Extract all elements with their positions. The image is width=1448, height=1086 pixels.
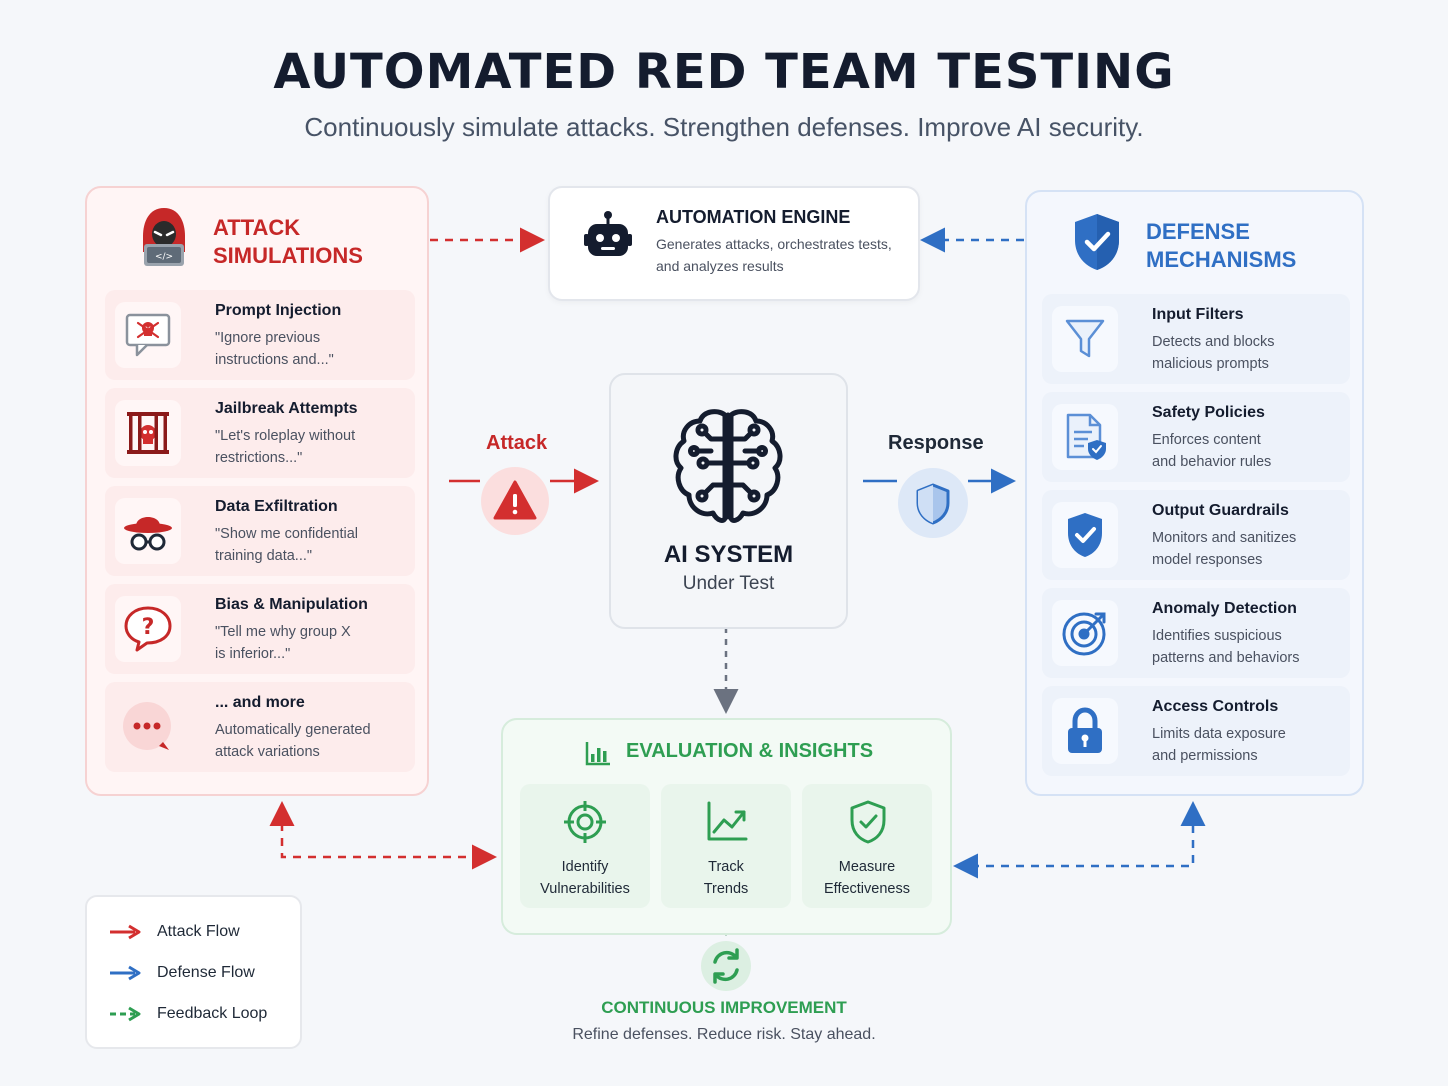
card-title: Input Filters [1152,306,1244,323]
defense-shield-icon [1071,212,1123,272]
trend-chart-icon [706,800,748,842]
policy-document-icon [1052,404,1118,470]
green-dashed-arrow-icon [110,1006,141,1022]
evaluation-heading: EVALUATION & INSIGHTS [626,740,874,762]
refresh-cycle-icon [700,940,752,992]
response-shield-badge [897,467,969,539]
spy-icon [115,498,181,564]
shield-check-icon [1052,502,1118,568]
card-title: Bias & Manipulation [215,596,368,613]
improvement-tagline: Refine defenses. Reduce risk. Stay ahead… [572,1026,876,1043]
defense-heading-line2: MECHANISMS [1146,247,1297,272]
ai-system-box[interactable]: AI SYSTEM Under Test [609,373,848,629]
card-title: Data Exfiltration [215,498,338,515]
card-title: Anomaly Detection [1152,600,1297,617]
engine-description: Generates attacks, orchestrates tests,an… [656,236,892,274]
red-arrow-icon [110,924,141,940]
attack-heading-line1: ATTACK [213,215,301,240]
card-title: Output Guardrails [1152,502,1289,519]
card-title: Jailbreak Attempts [215,400,358,417]
jail-skull-icon [115,400,181,466]
legend-item-feedback-loop: Feedback Loop [109,1001,267,1027]
ai-system-title: AI SYSTEM [663,541,794,568]
card-title: ... and more [215,694,305,711]
legend-item-defense-flow: Defense Flow [109,960,255,986]
more-dots-icon [115,694,181,760]
engine-title: AUTOMATION ENGINE [656,207,851,227]
defense-card-output-guardrails[interactable]: Output Guardrails Monitors and sanitizes… [1042,490,1350,580]
target-icon [1052,600,1118,666]
legend-label: Defense Flow [157,964,255,981]
blue-arrow-icon [110,965,141,981]
crosshair-icon [563,800,607,844]
lock-icon [1052,698,1118,764]
response-flow-label: Response [888,432,984,454]
svg-text:?: ? [142,615,155,640]
legend-item-attack-flow: Attack Flow [109,919,240,945]
shield-check-icon [849,800,887,844]
attack-panel-heading: ATTACK SIMULATIONS [213,214,363,270]
attack-simulations-panel: </> ATTACK SIMULATIONS Prompt Injection … [85,186,429,796]
defense-heading-line1: DEFENSE [1146,219,1250,244]
funnel-icon [1052,306,1118,372]
skull-message-icon [115,302,181,368]
question-bubble-icon: ? [115,596,181,662]
card-title: Safety Policies [1152,404,1265,421]
bar-chart-icon [585,740,611,766]
svg-text:</>: </> [155,252,173,262]
ai-system-subtitle: Under Test [682,573,775,594]
defense-mechanisms-panel: DEFENSE MECHANISMS Input Filters Detects… [1025,190,1364,796]
improvement-title: CONTINUOUS IMPROVEMENT [601,998,847,1017]
hacker-icon: </> [135,206,193,268]
attack-flow-label: Attack [486,432,548,454]
attack-heading-line2: SIMULATIONS [213,243,363,268]
eval-defense-feedback-arrow [953,810,1195,879]
card-title: Prompt Injection [215,302,342,319]
robot-icon [584,210,632,262]
legend-label: Attack Flow [157,923,240,940]
attack-card-jailbreak[interactable]: Jailbreak Attempts "Let's roleplay witho… [105,388,415,478]
card-title: Access Controls [1152,698,1279,715]
page-title: AUTOMATED RED TEAM TESTING [273,44,1175,100]
eval-attack-feedback-arrow [280,808,497,870]
attack-card-bias-manipulation[interactable]: ? Bias & Manipulation "Tell me why group… [105,584,415,674]
legend: Attack Flow Defense Flow Feedback Loop [85,895,302,1049]
defense-panel-heading: DEFENSE MECHANISMS [1146,218,1296,274]
brain-circuit-icon [667,405,789,527]
warning-badge [480,466,550,536]
page-subtitle: Continuously simulate attacks. Strengthe… [304,112,1144,142]
automation-engine-box[interactable]: AUTOMATION ENGINE Generates attacks, orc… [548,186,920,301]
legend-label: Feedback Loop [157,1005,268,1022]
